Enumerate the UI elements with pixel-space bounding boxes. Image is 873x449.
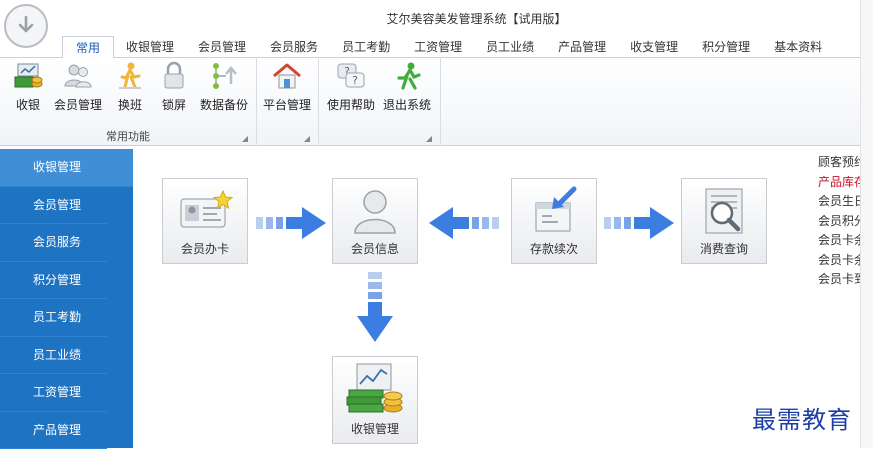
tab-member-service[interactable]: 会员服务 — [258, 36, 330, 58]
tab-points[interactable]: 积分管理 — [690, 36, 762, 58]
group-expander-icon[interactable]: ◢ — [426, 134, 432, 143]
arrow-down-icon — [355, 272, 395, 344]
member-card-icon — [177, 189, 233, 233]
ribbon-exit-button[interactable]: 退出系统 — [381, 60, 433, 113]
reminder-panel: 顾客预约 产品库存 会员生日 会员积分 会员卡余 会员卡余 会员卡到 — [818, 153, 860, 290]
cashier-management-label: 收银管理 — [333, 420, 417, 437]
data-backup-icon — [208, 60, 240, 92]
arrow-right-icon — [604, 205, 676, 241]
watermark: 最需教育 — [752, 400, 852, 435]
sidebar-item-points[interactable]: 积分管理 — [0, 262, 107, 300]
ribbon-platform-button[interactable]: 平台管理 — [261, 60, 313, 113]
reminder-points[interactable]: 会员积分 — [818, 212, 860, 232]
tab-finance[interactable]: 收支管理 — [618, 36, 690, 58]
members-icon — [62, 60, 94, 92]
tab-common[interactable]: 常用 — [62, 36, 114, 58]
ribbon-platform-label: 平台管理 — [261, 96, 313, 113]
ribbon-group-system: ? ? 使用帮助 退出系统 ◢ — [319, 58, 441, 146]
tab-member[interactable]: 会员管理 — [186, 36, 258, 58]
member-info-button[interactable]: 会员信息 — [332, 178, 418, 264]
home-icon — [271, 60, 303, 92]
tab-product[interactable]: 产品管理 — [546, 36, 618, 58]
arrow-left-icon — [427, 205, 499, 241]
sidebar-item-product[interactable]: 产品管理 — [0, 412, 107, 449]
deposit-window-icon — [528, 185, 580, 237]
tab-performance[interactable]: 员工业绩 — [474, 36, 546, 58]
ribbon-panel: 收银 会员管理 换班 — [0, 58, 860, 146]
arrow-right-icon — [256, 205, 328, 241]
cashier-management-button[interactable]: 收银管理 — [332, 356, 418, 444]
reminder-appointment[interactable]: 顾客预约 — [818, 153, 860, 173]
tab-basic-info[interactable]: 基本资料 — [762, 36, 834, 58]
reminder-stock[interactable]: 产品库存 — [818, 173, 860, 193]
svg-text:?: ? — [352, 74, 358, 87]
member-info-label: 会员信息 — [333, 240, 417, 257]
ribbon-help-button[interactable]: ? ? 使用帮助 — [325, 60, 377, 113]
ribbon-cashier-button[interactable]: 收银 — [2, 60, 54, 113]
exit-run-icon — [391, 60, 423, 92]
ribbon-tabs: 常用 收银管理 会员管理 会员服务 员工考勤 工资管理 员工业绩 产品管理 收支… — [62, 36, 834, 58]
consume-query-label: 消费查询 — [682, 240, 766, 257]
tab-salary[interactable]: 工资管理 — [402, 36, 474, 58]
reminder-balance-1[interactable]: 会员卡余 — [818, 231, 860, 251]
card-issue-label: 会员办卡 — [163, 240, 247, 257]
member-info-icon — [349, 185, 401, 237]
ribbon-member-label: 会员管理 — [52, 96, 104, 113]
tab-cashier[interactable]: 收银管理 — [114, 36, 186, 58]
help-chat-icon: ? ? — [335, 60, 367, 92]
ribbon-exit-label: 退出系统 — [381, 96, 433, 113]
ribbon-help-label: 使用帮助 — [325, 96, 377, 113]
ribbon-group-common: 收银 会员管理 换班 — [0, 58, 257, 146]
card-issue-button[interactable]: 会员办卡 — [162, 178, 248, 264]
sidebar-item-attendance[interactable]: 员工考勤 — [0, 299, 107, 337]
lock-icon — [158, 60, 190, 92]
reminder-birthday[interactable]: 会员生日 — [818, 192, 860, 212]
ribbon-cashier-label: 收银 — [2, 96, 54, 113]
group-expander-icon[interactable]: ◢ — [304, 134, 310, 143]
sidebar-item-member[interactable]: 会员管理 — [0, 187, 107, 225]
ribbon-backup-button[interactable]: 数据备份 — [198, 60, 250, 113]
consume-query-icon — [698, 185, 750, 237]
reminder-balance-2[interactable]: 会员卡余 — [818, 251, 860, 271]
vertical-scrollbar[interactable] — [860, 0, 873, 448]
ribbon-group-platform: 平台管理 ◢ — [257, 58, 319, 146]
deposit-button[interactable]: 存款续次 — [511, 178, 597, 264]
window-title: 艾尔美容美发管理系统【试用版】 — [0, 10, 873, 27]
sidebar-item-performance[interactable]: 员工业绩 — [0, 337, 107, 375]
ribbon-lock-label: 锁屏 — [148, 96, 200, 113]
person-walk-icon — [114, 60, 146, 92]
group-expander-icon[interactable]: ◢ — [242, 134, 248, 143]
sidebar-item-salary[interactable]: 工资管理 — [0, 374, 107, 412]
ribbon-backup-label: 数据备份 — [198, 96, 250, 113]
cashier-money-icon — [345, 362, 405, 416]
consume-query-button[interactable]: 消费查询 — [681, 178, 767, 264]
deposit-label: 存款续次 — [512, 240, 596, 257]
sidebar-item-member-service[interactable]: 会员服务 — [0, 224, 107, 262]
reminder-expiry[interactable]: 会员卡到 — [818, 270, 860, 290]
ribbon-member-button[interactable]: 会员管理 — [52, 60, 104, 113]
ribbon-group-common-label: 常用功能 — [0, 128, 256, 144]
sidebar: 收银管理 会员管理 会员服务 积分管理 员工考勤 员工业绩 工资管理 产品管理 — [0, 149, 133, 448]
tab-attendance[interactable]: 员工考勤 — [330, 36, 402, 58]
sidebar-item-cashier[interactable]: 收银管理 — [0, 149, 133, 187]
cash-register-icon — [12, 60, 44, 92]
ribbon-lock-button[interactable]: 锁屏 — [148, 60, 200, 113]
